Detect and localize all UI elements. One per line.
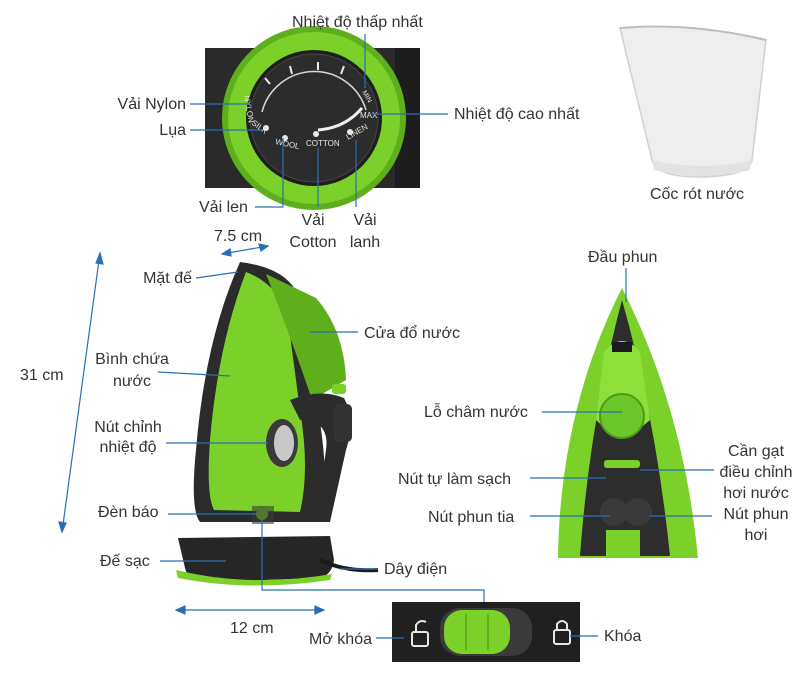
label-tank-line1: Bình chứa bbox=[95, 351, 169, 368]
label-linen-line1: Vải bbox=[353, 212, 377, 229]
label-fill-door: Cửa đổ nước bbox=[364, 325, 460, 342]
label-nozzle: Đầu phun bbox=[588, 249, 658, 266]
callout-lines bbox=[157, 34, 714, 639]
label-knob-line2: nhiệt độ bbox=[99, 439, 157, 456]
dimension-arrows bbox=[58, 243, 326, 615]
label-unlock: Mở khóa bbox=[309, 631, 372, 648]
label-spray-button: Nút phun tia bbox=[428, 509, 515, 526]
label-water-cup: Cốc rót nước bbox=[649, 186, 745, 203]
label-self-clean: Nút tự làm sạch bbox=[398, 471, 511, 488]
label-highest-temp: Nhiệt độ cao nhất bbox=[454, 106, 580, 123]
label-drip-hole: Lỗ châm nước bbox=[424, 404, 528, 421]
label-lock: Khóa bbox=[604, 628, 642, 645]
water-cup-photo bbox=[619, 25, 767, 178]
label-indicator-light: Đèn báo bbox=[98, 504, 159, 521]
dimension-height: 31 cm bbox=[20, 367, 64, 384]
label-steam-lever-line3: hơi nước bbox=[723, 485, 789, 502]
dial-mark-max: MAX bbox=[360, 111, 378, 120]
label-cotton-line2: Cotton bbox=[289, 234, 337, 251]
iron-side-view-photo bbox=[176, 262, 379, 586]
label-soleplate: Mặt đế bbox=[143, 270, 192, 287]
lock-switch-photo bbox=[392, 602, 580, 662]
label-power-cord: Dây điện bbox=[384, 561, 448, 578]
label-charging-base: Đế sạc bbox=[100, 553, 150, 570]
label-cotton-line1: Vải bbox=[301, 212, 325, 229]
label-steam-button-line1: Nút phun bbox=[723, 506, 789, 523]
dimension-width-top: 7.5 cm bbox=[214, 228, 263, 245]
temperature-dial-photo: MIN MAX NYLON SILK WOOL COTTON LINEN bbox=[205, 26, 420, 210]
label-knob-line1: Nút chỉnh bbox=[94, 419, 162, 436]
lock-icon bbox=[553, 620, 571, 645]
dial-mark-cotton: COTTON bbox=[306, 139, 340, 148]
label-nylon: Vải Nylon bbox=[117, 96, 186, 113]
iron-front-view-photo bbox=[558, 288, 698, 558]
label-silk: Lụa bbox=[159, 122, 186, 139]
label-lowest-temp: Nhiệt độ thấp nhất bbox=[292, 14, 423, 31]
label-steam-lever-line1: Cần gạt bbox=[727, 443, 785, 460]
unlock-icon bbox=[411, 620, 429, 647]
dimension-width-bottom: 12 cm bbox=[230, 620, 274, 637]
label-tank-line2: nước bbox=[112, 373, 152, 390]
label-linen-line2: lanh bbox=[349, 234, 381, 251]
label-steam-lever-line2: điều chỉnh bbox=[719, 464, 793, 481]
label-steam-button-line2: hơi bbox=[744, 527, 768, 544]
label-wool: Vải len bbox=[199, 199, 248, 216]
